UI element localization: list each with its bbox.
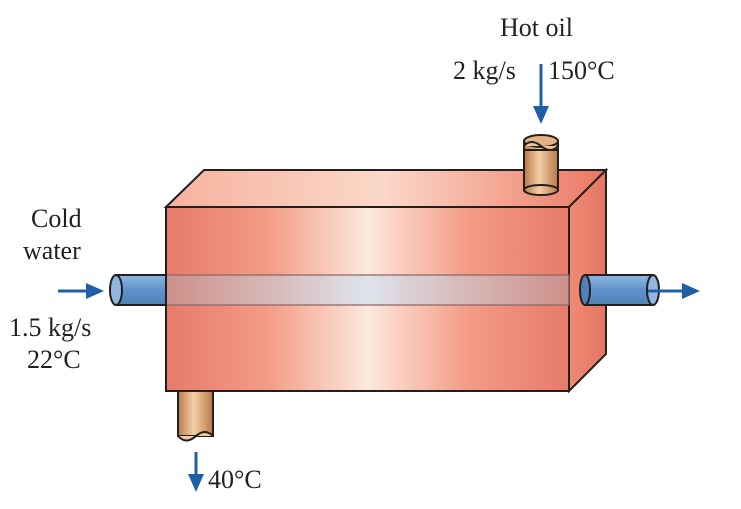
cold-water-flow-rate: 1.5 kg/s <box>9 313 92 342</box>
hot-oil-inlet-temperature: 150°C <box>548 56 615 85</box>
oil-outlet-pipe <box>177 390 214 442</box>
inner-tube <box>165 274 570 306</box>
cold-water-inlet-arrow <box>58 283 104 299</box>
cold-water-inlet-temperature: 22°C <box>27 345 81 374</box>
hot-oil-flow-rate: 2 kg/s <box>453 56 516 85</box>
oil-outlet-temperature: 40°C <box>208 465 262 494</box>
water-outlet-pipe <box>579 274 660 306</box>
cold-water-label-line2: water <box>23 236 81 265</box>
hot-oil-title: Hot oil <box>500 13 573 42</box>
oil-outlet-arrow <box>188 452 204 492</box>
cold-water-label-line1: Cold <box>31 204 82 233</box>
water-inlet-pipe <box>109 274 167 306</box>
hot-oil-inlet-arrow <box>533 64 549 124</box>
oil-inlet-pipe-front <box>523 141 559 196</box>
water-outlet-arrow <box>648 283 700 299</box>
